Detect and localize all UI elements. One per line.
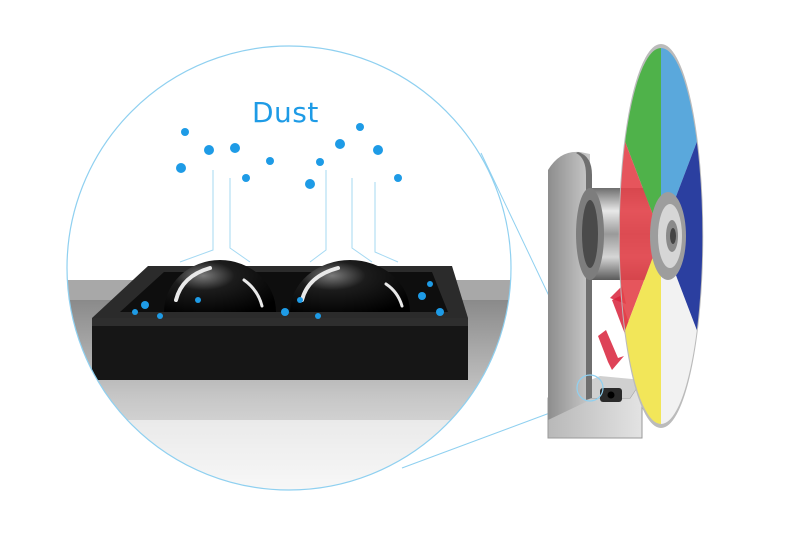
dust-particles bbox=[132, 123, 444, 319]
mounting-plate bbox=[548, 151, 590, 420]
dual-lens-sensor bbox=[92, 260, 468, 380]
dust-label: Dust bbox=[252, 96, 319, 129]
wheel-hub bbox=[650, 192, 686, 280]
sensor-spot-marker bbox=[576, 374, 604, 402]
dust-guide-lines bbox=[179, 170, 399, 263]
color-wheel-assembly bbox=[547, 44, 704, 439]
